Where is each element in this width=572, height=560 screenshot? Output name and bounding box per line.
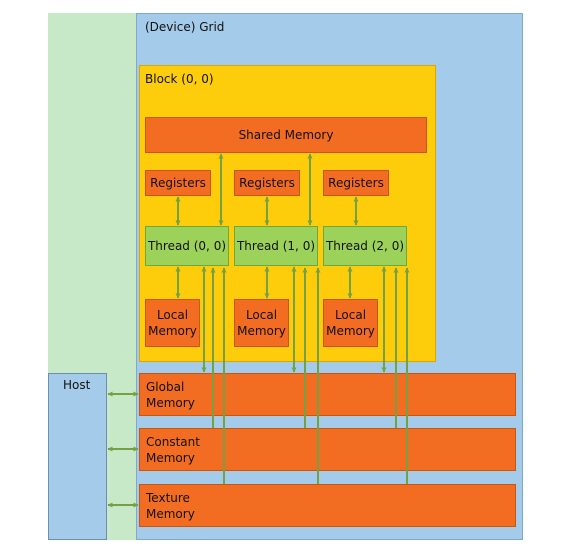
texture-memory: Texture Memory	[139, 484, 516, 527]
host: Host	[48, 373, 107, 540]
global-memory: Global Memory	[139, 373, 516, 416]
constant-memory-line2: Memory	[146, 451, 195, 465]
thread-1: Thread (1, 0)	[234, 226, 318, 266]
constant-memory: Constant Memory	[139, 428, 516, 471]
local-memory-1-line2: Memory	[237, 324, 286, 338]
block-label: Block (0, 0)	[145, 72, 214, 86]
global-memory-line1: Global	[146, 380, 185, 394]
shared-memory: Shared Memory	[145, 117, 427, 153]
local-memory-2: Local Memory	[323, 299, 378, 347]
local-memory-0-line2: Memory	[148, 324, 197, 338]
global-memory-line2: Memory	[146, 396, 195, 410]
thread-0: Thread (0, 0)	[145, 226, 229, 266]
local-memory-1-line1: Local	[245, 308, 278, 322]
grid-label: (Device) Grid	[145, 20, 225, 34]
local-memory-2-line2: Memory	[326, 324, 375, 338]
local-memory-2-line1: Local	[334, 308, 367, 322]
texture-memory-line2: Memory	[146, 507, 195, 521]
local-memory-0: Local Memory	[145, 299, 200, 347]
thread-2: Thread (2, 0)	[323, 226, 407, 266]
registers-2: Registers	[323, 170, 389, 196]
local-memory-0-line1: Local	[156, 308, 189, 322]
texture-memory-line1: Texture	[146, 491, 190, 505]
registers-0: Registers	[145, 170, 211, 196]
registers-1: Registers	[234, 170, 300, 196]
constant-memory-line1: Constant	[146, 435, 200, 449]
local-memory-1: Local Memory	[234, 299, 289, 347]
